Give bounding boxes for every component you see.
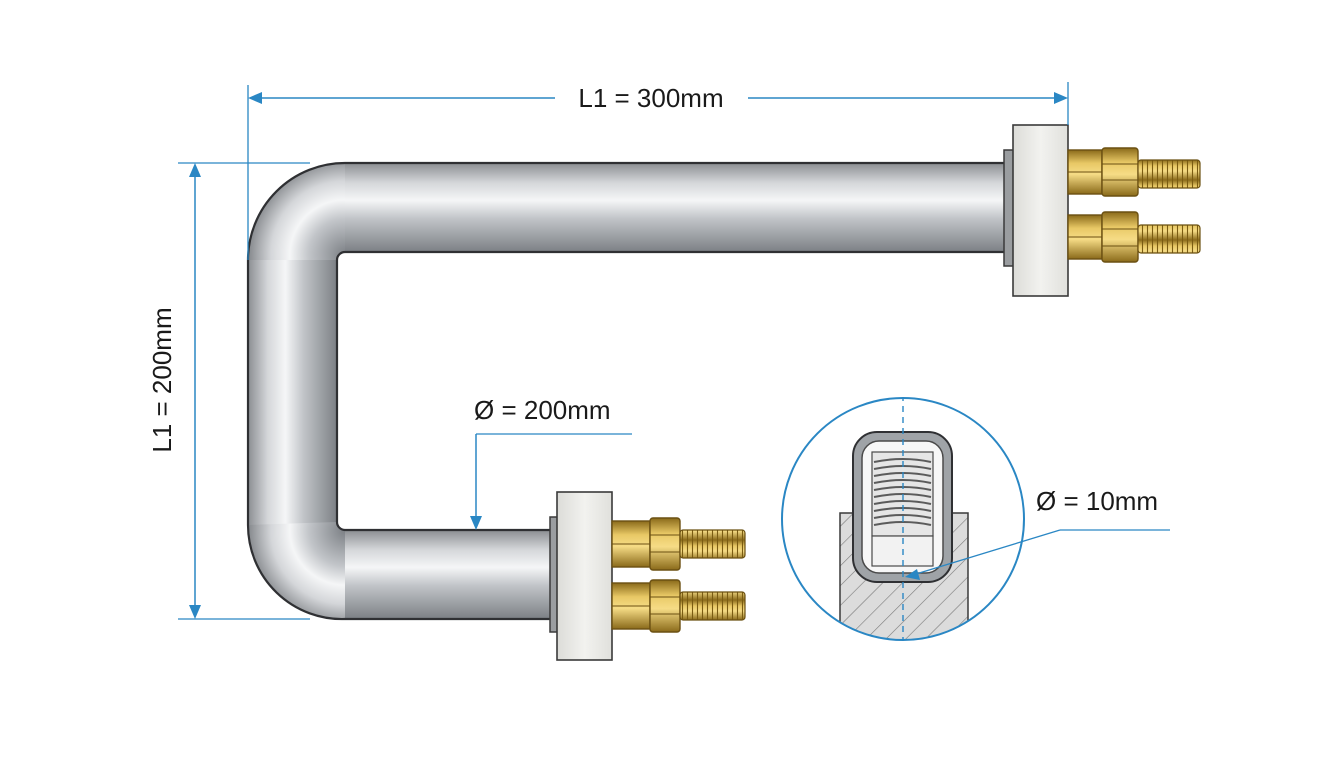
tube-top-straight <box>345 163 1010 252</box>
flange-top <box>1003 124 1069 297</box>
terminal-top-upper <box>1067 147 1201 197</box>
cross-section-detail-icon <box>781 397 1025 641</box>
dimension-label-tube: Ø = 10mm <box>1036 486 1158 516</box>
flange-bottom <box>549 491 613 661</box>
terminal-bottom-lower <box>611 579 746 633</box>
ceramic-flange-icon <box>1012 124 1069 297</box>
tube-bend-top <box>248 163 345 260</box>
ceramic-flange-icon <box>556 491 613 661</box>
dimension-top <box>247 82 1069 260</box>
dimension-tube-diameter <box>905 529 1170 580</box>
dimension-bend-diameter <box>470 433 632 530</box>
terminal-top-lower <box>1067 211 1201 263</box>
dimension-label-bend: Ø = 200mm <box>474 395 611 425</box>
dimension-side <box>178 162 310 620</box>
tube-vertical <box>248 255 337 530</box>
tube-bend-bottom <box>247 522 345 620</box>
dimension-label-side: L1 = 200mm <box>147 307 177 452</box>
dimension-label-top: L1 = 300mm <box>578 83 723 113</box>
u-tube <box>246 161 1010 621</box>
terminal-bottom-upper <box>611 517 746 571</box>
tube-bottom-straight <box>345 530 557 619</box>
